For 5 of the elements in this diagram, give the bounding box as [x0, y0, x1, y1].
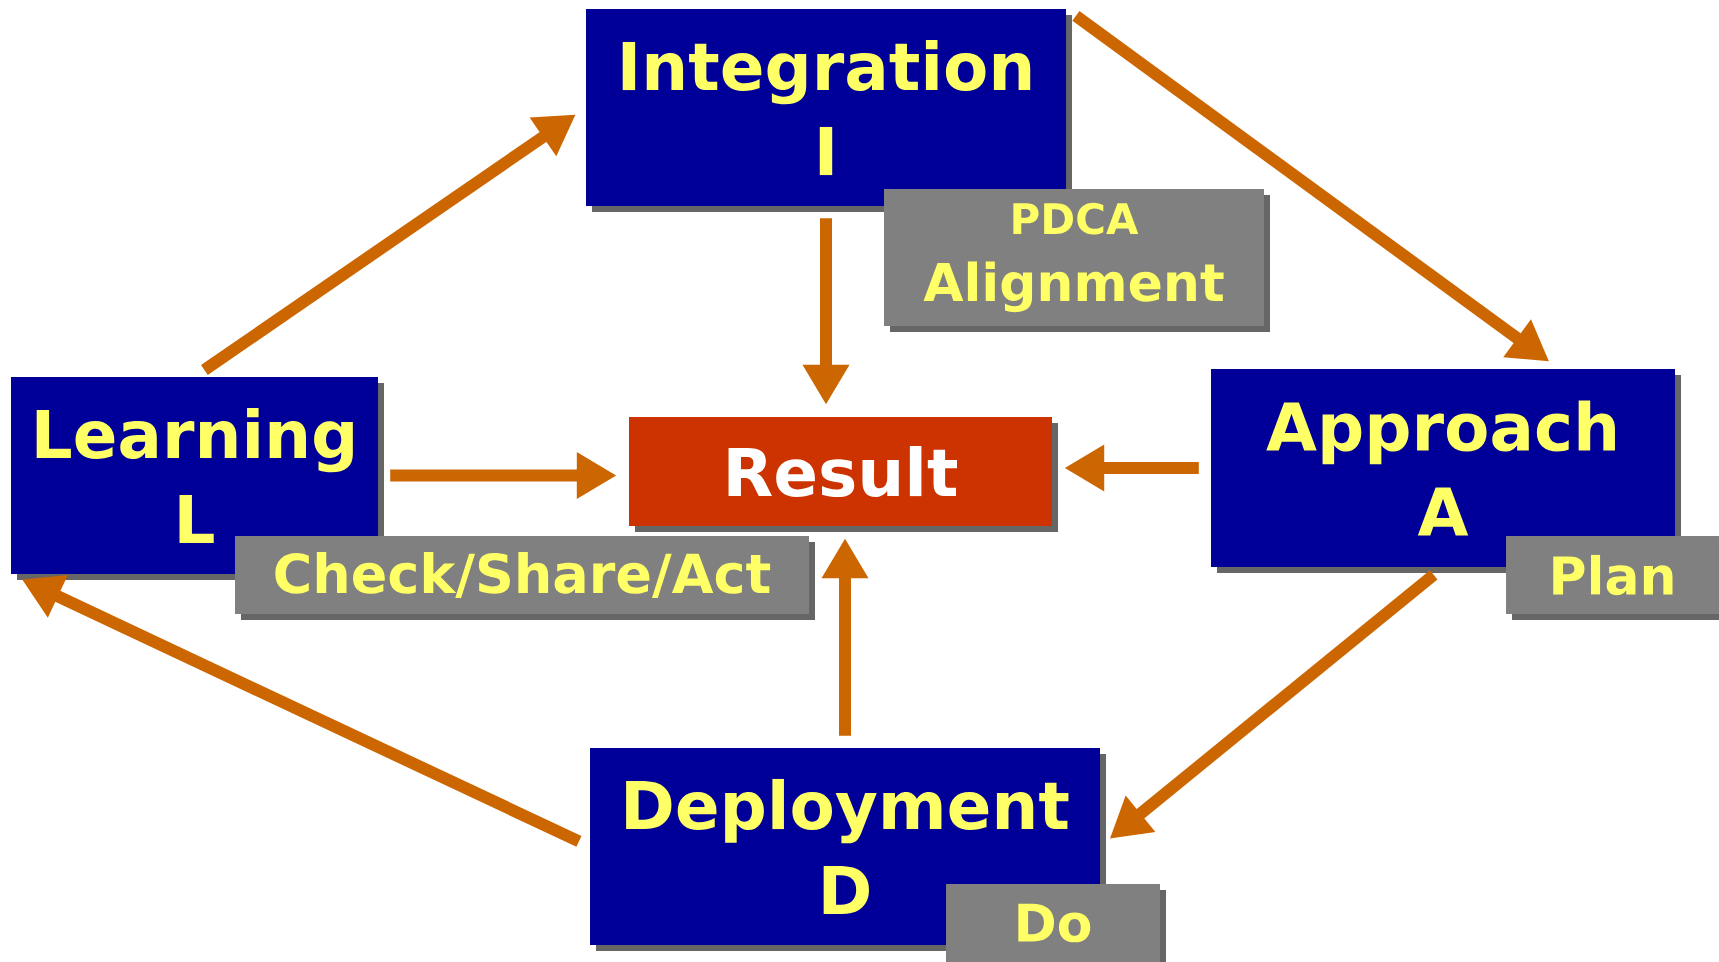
result-box: Result: [629, 417, 1058, 532]
tag-box: Check/Share/Act: [235, 536, 815, 620]
tag-box: Do: [946, 884, 1166, 962]
tag-box: Plan: [1506, 536, 1719, 620]
tag-box: PDCA Alignment: [884, 189, 1270, 332]
